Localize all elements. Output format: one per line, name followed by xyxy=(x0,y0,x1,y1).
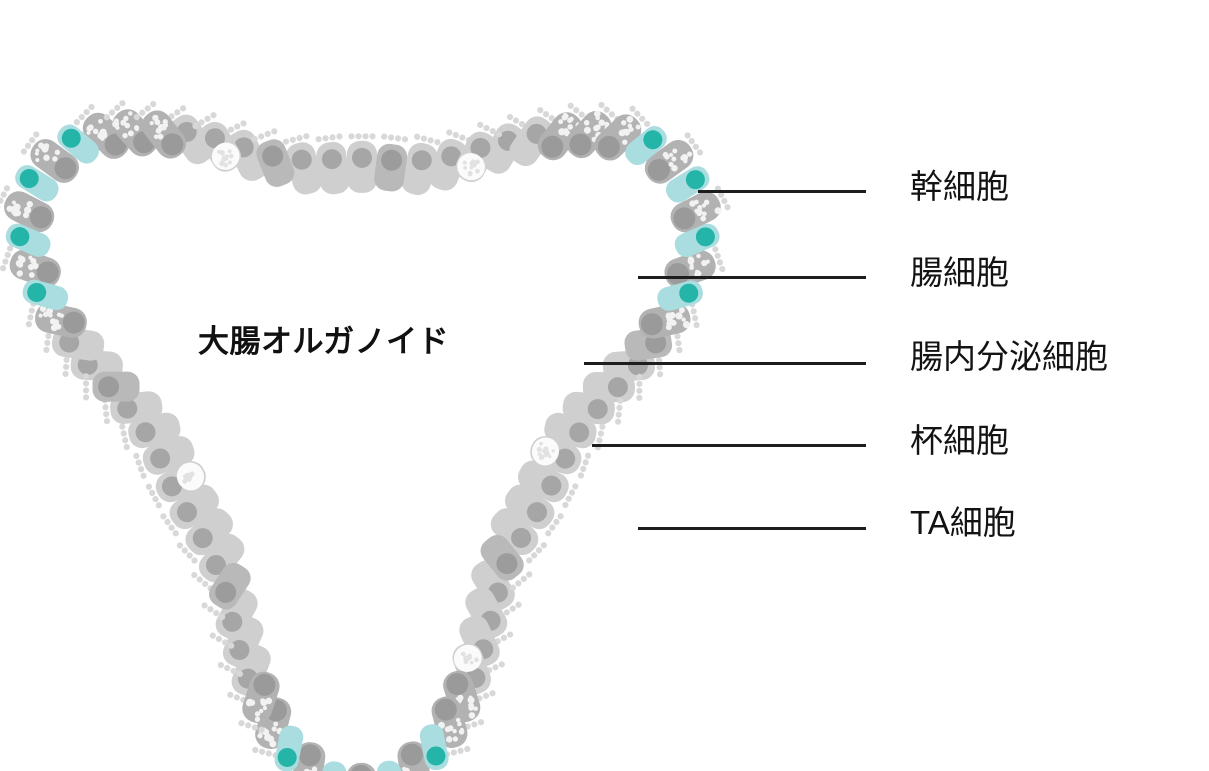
organoid-cell-ta xyxy=(292,742,326,771)
organoid-cell-ta xyxy=(670,185,731,233)
page-title: 大腸オルガノイド xyxy=(198,324,450,359)
organoid-cell-entero xyxy=(160,484,219,537)
legend-label-enterocyte: 腸細胞 xyxy=(910,254,1009,291)
organoid-cell-ee xyxy=(82,371,140,402)
leader-line-icon xyxy=(592,444,866,447)
organoid-cell-entero xyxy=(191,533,245,592)
leader-line-icon xyxy=(638,527,866,530)
organoid-cell-entero xyxy=(428,129,472,191)
organoid-cell-goblet xyxy=(455,121,503,183)
legend-label-enteroendocrine-cell: 腸内分泌細胞 xyxy=(910,338,1108,375)
organoid-cell-stem xyxy=(674,223,720,258)
legend-label-goblet-cell: 杯細胞 xyxy=(910,422,1009,459)
organoid-cell-ta xyxy=(0,245,61,288)
organoid-cell-ee xyxy=(480,534,533,591)
organoid-cell-stem xyxy=(22,279,69,311)
organoid-cell-ta xyxy=(346,762,377,771)
organoid-cell-ta xyxy=(0,185,55,233)
organoid-cell-stem xyxy=(665,166,710,203)
organoid-cell-stem xyxy=(625,126,667,166)
organoid-cell-ta xyxy=(238,671,280,733)
legend-label-stem-cell: 幹細胞 xyxy=(910,168,1009,205)
organoid-cell-goblet xyxy=(145,461,206,509)
organoid-cell-entero xyxy=(505,484,564,537)
organoid-cell-stem xyxy=(15,165,59,202)
legend-label-ta-cell: TA細胞 xyxy=(910,504,1016,541)
organoid-cell-entero xyxy=(401,133,441,196)
organoid-cell-entero xyxy=(282,133,323,195)
organoid-cell-ee xyxy=(201,562,251,621)
leader-line-icon xyxy=(584,362,866,365)
organoid-cell-stem xyxy=(274,725,304,771)
leader-line-icon xyxy=(698,190,866,193)
cells-layer xyxy=(0,100,731,771)
organoid-cell-entero xyxy=(176,508,233,564)
organoid-cell-stem xyxy=(57,124,99,164)
organoid-cell-entero xyxy=(490,508,547,564)
leader-line-icon xyxy=(638,276,866,279)
organoid-cell-goblet xyxy=(192,112,242,172)
organoid-cell-ee xyxy=(251,128,295,187)
organoid-cell-entero xyxy=(209,588,258,649)
organoid-cell-ee xyxy=(374,133,409,192)
organoid-cell-ta xyxy=(566,101,621,159)
organoid-cell-stem xyxy=(5,223,51,257)
organoid-cell-ta xyxy=(644,132,704,184)
organoid-cell-entero xyxy=(517,460,579,509)
organoid-cell-entero xyxy=(315,133,350,195)
organoid-cell-entero xyxy=(221,120,269,181)
organoid-cell-ta xyxy=(397,741,431,771)
organoid-cell-ta xyxy=(594,105,651,161)
organoid-cell-entero xyxy=(347,133,377,193)
organoid-cell-ta xyxy=(133,100,187,159)
organoid-cell-ta xyxy=(638,301,700,339)
organoid-cell-stem xyxy=(419,724,449,771)
organoid-cell-ta xyxy=(25,300,87,338)
organoid-cell-ta xyxy=(20,131,80,183)
organoid-cell-goblet xyxy=(530,436,592,479)
organoid-cell-stem xyxy=(657,280,703,311)
